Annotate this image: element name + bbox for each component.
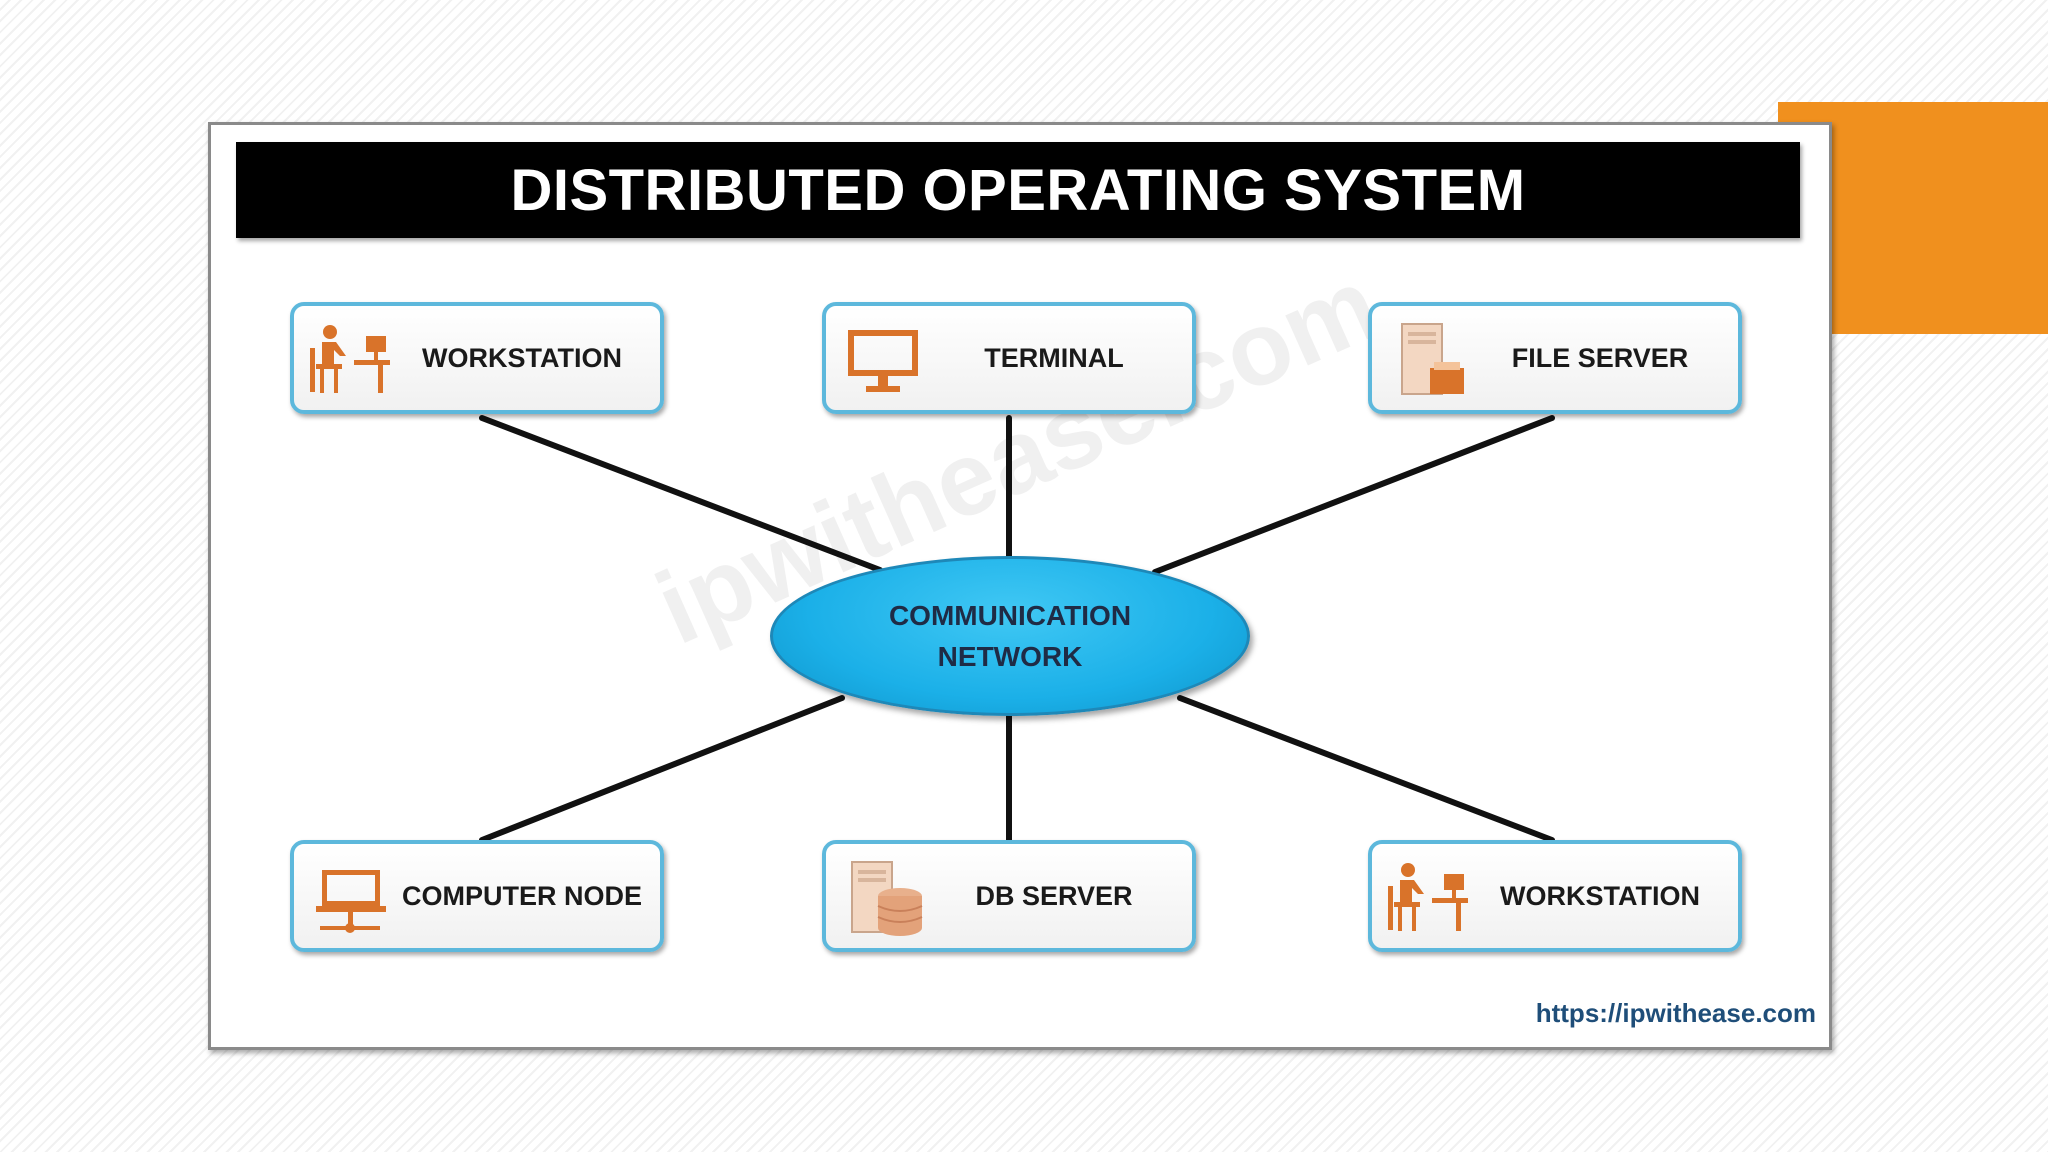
node-terminal: TERMINAL [822, 302, 1196, 414]
title-bar: DISTRIBUTED OPERATING SYSTEM [236, 142, 1800, 238]
file-server-icon [1401, 323, 1464, 395]
diagram-title: DISTRIBUTED OPERATING SYSTEM [510, 157, 1526, 223]
node-label: FILE SERVER [1511, 342, 1689, 373]
laptop-node-icon [316, 870, 386, 933]
person-at-desk-icon [310, 325, 390, 393]
communication-network-hub: COMMUNICATION NETWORK [770, 556, 1250, 716]
monitor-icon [848, 330, 918, 392]
link-top-left [479, 415, 883, 573]
node-computer-node: COMPUTER NODE [290, 840, 664, 952]
link-bottom-left [479, 695, 845, 843]
node-workstation-top: WORKSTATION [290, 302, 664, 414]
node-file-server: FILE SERVER [1368, 302, 1742, 414]
node-label: COMPUTER NODE [401, 880, 642, 911]
node-db-server: DB SERVER [822, 840, 1196, 952]
node-label: DB SERVER [975, 880, 1133, 911]
node-workstation-bottom: WORKSTATION [1368, 840, 1742, 952]
hub-label-line1: COMMUNICATION [888, 600, 1132, 631]
link-top-right [1152, 415, 1555, 575]
source-url[interactable]: https://ipwithease.com [1535, 998, 1816, 1028]
database-server-icon [851, 861, 923, 936]
node-label: WORKSTATION [422, 342, 622, 373]
node-label: WORKSTATION [1500, 880, 1700, 911]
person-at-desk-icon [1388, 863, 1468, 931]
hub-label-line2: NETWORK [937, 641, 1083, 672]
node-label: TERMINAL [984, 342, 1124, 373]
link-bottom-right [1177, 695, 1555, 843]
